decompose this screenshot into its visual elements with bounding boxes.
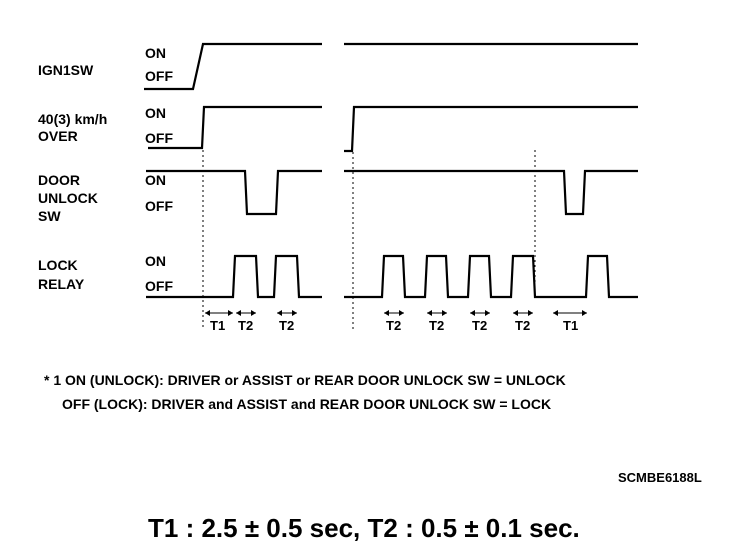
note-lock-line: OFF (LOCK): DRIVER and ASSIST and REAR D… bbox=[62, 396, 552, 412]
timing-arrow-t1-right bbox=[553, 310, 587, 316]
ign-waveform-left bbox=[144, 42, 322, 91]
timing-arrow-t2-c bbox=[384, 310, 404, 316]
lock-off-label: OFF bbox=[145, 278, 173, 294]
lock-waveform-left bbox=[146, 254, 322, 299]
timing-arrow-t2-d bbox=[427, 310, 447, 316]
timing-arrow-t1-left bbox=[205, 310, 233, 316]
lock-label-line1: LOCK bbox=[38, 257, 78, 273]
speed-on-label: ON bbox=[145, 105, 166, 121]
door-waveform-left bbox=[146, 169, 322, 216]
timing-label-t2-b: T2 bbox=[279, 318, 294, 333]
door-label-line1: DOOR bbox=[38, 172, 80, 188]
timing-label-t2-d: T2 bbox=[429, 318, 444, 333]
speed-label-line1: 40(3) km/h bbox=[38, 111, 107, 127]
timing-label-t2-f: T2 bbox=[515, 318, 530, 333]
timing-label-t1-left: T1 bbox=[210, 318, 225, 333]
timing-arrow-t2-b bbox=[277, 310, 297, 316]
speed-waveform-right bbox=[344, 105, 638, 153]
timing-formula: T1 : 2.5 ± 0.5 sec, T2 : 0.5 ± 0.1 sec. bbox=[148, 513, 580, 543]
ign-off-label: OFF bbox=[145, 68, 173, 84]
ign-label: IGN1SW bbox=[38, 62, 94, 78]
door-label-line3: SW bbox=[38, 208, 61, 224]
lock-label-line2: RELAY bbox=[38, 276, 85, 292]
timing-label-t2-e: T2 bbox=[472, 318, 487, 333]
timing-arrow-t2-e bbox=[470, 310, 490, 316]
note-unlock-line: * 1 ON (UNLOCK): DRIVER or ASSIST or REA… bbox=[44, 372, 566, 388]
timing-arrow-t2-f bbox=[513, 310, 533, 316]
lock-on-label: ON bbox=[145, 253, 166, 269]
timing-label-t2-c: T2 bbox=[386, 318, 401, 333]
door-off-label: OFF bbox=[145, 198, 173, 214]
door-on-label: ON bbox=[145, 172, 166, 188]
timing-arrow-t2-a bbox=[236, 310, 256, 316]
figure-id: SCMBE6188L bbox=[618, 470, 702, 485]
ign-on-label: ON bbox=[145, 45, 166, 61]
speed-waveform-left bbox=[148, 105, 322, 150]
timing-label-t2-a: T2 bbox=[238, 318, 253, 333]
door-label-line2: UNLOCK bbox=[38, 190, 98, 206]
speed-label-line2: OVER bbox=[38, 128, 78, 144]
door-waveform-right bbox=[344, 169, 638, 216]
timing-label-t1-right: T1 bbox=[563, 318, 578, 333]
speed-off-label: OFF bbox=[145, 130, 173, 146]
lock-waveform-right bbox=[344, 254, 638, 299]
